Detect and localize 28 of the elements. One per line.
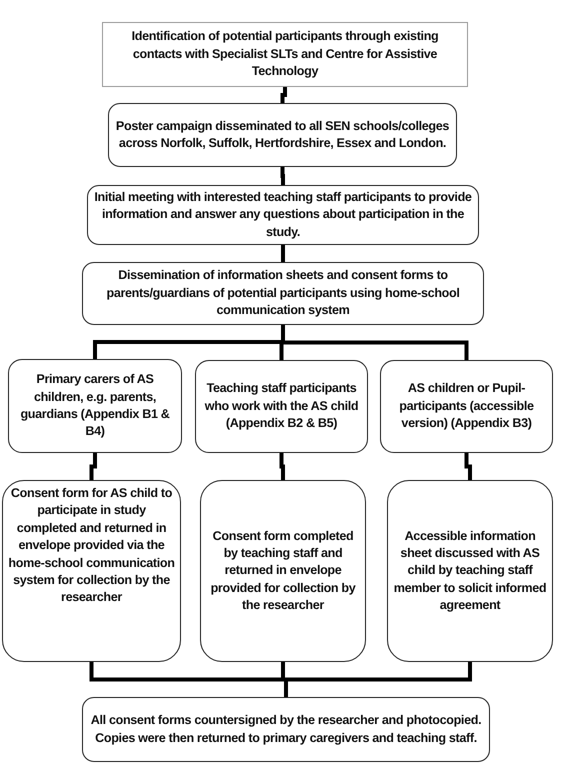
connector-line — [281, 245, 285, 262]
step-text: Identification of potential participants through existing contacts with Specialist SLTs and Centre for Assistive Technology — [130, 28, 440, 80]
connector-line — [280, 87, 287, 103]
rounded-process-box — [87, 185, 479, 245]
step-text: Dissemination of information sheets and consent forms to parents/guardians of potential participants using home-school communication system — [105, 267, 460, 320]
step-text: Consent form for AS child to participate in study completed and returned in envelope provided via the home-school communication system for collection by the researcher — [8, 485, 175, 606]
rounded-process-box — [82, 697, 490, 762]
step-text: Initial meeting with interested teaching staff participants to provide information and answer any questions about participation in the study. — [93, 188, 473, 241]
step-text: Poster campaign disseminated to all SEN schools/colleges across Norfolk, Suffolk, Hertfordshire, Essex and London. — [114, 118, 450, 152]
step-text: Teaching staff participants who work with the AS child (Appendix B2 & B5) — [204, 380, 360, 432]
connector-line — [90, 453, 97, 480]
step-text: Primary carers of AS children, e.g. parents, guardians (Appendix B1 & B4) — [19, 371, 171, 440]
connector-line — [464, 453, 472, 480]
rounded-process-box — [200, 480, 366, 662]
rounded-process-box — [380, 360, 553, 453]
rounded-process-box — [2, 480, 181, 662]
step-text: All consent forms countersigned by the researcher and photocopied. Copies were then returned to primary caregivers and teaching staff. — [90, 712, 482, 747]
process-box — [102, 22, 468, 87]
connector-line — [280, 167, 285, 185]
step-text: Accessible information sheet discussed with AS child by teaching staff member to solicit informed agreement — [393, 528, 547, 614]
connector-line — [280, 453, 285, 480]
rounded-process-box — [108, 103, 457, 167]
rounded-process-box — [82, 262, 484, 325]
rounded-process-box — [195, 360, 368, 453]
rounded-process-box — [387, 480, 553, 662]
rounded-process-box — [8, 359, 182, 453]
step-text: AS children or Pupil-participants (accessible version) (Appendix B3) — [398, 380, 535, 432]
step-text: Consent form completed by teaching staff and returned in envelope provided for collection by the researcher — [210, 528, 356, 614]
